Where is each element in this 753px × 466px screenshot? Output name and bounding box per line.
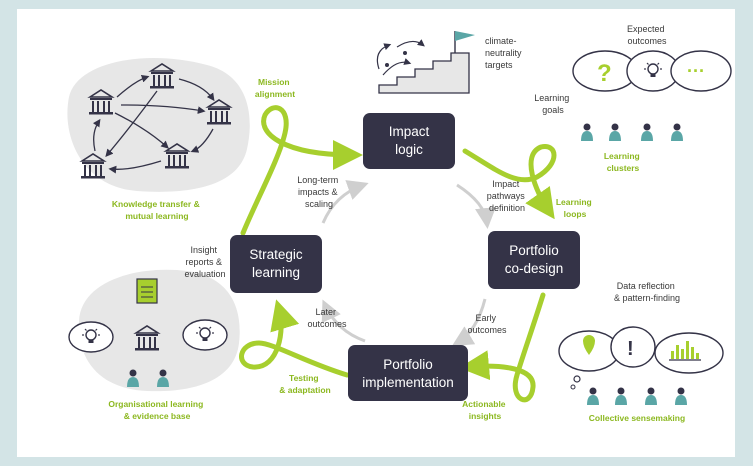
- learning-cycle-diagram: ? ··· !: [67, 24, 732, 423]
- person-icon: [581, 123, 593, 141]
- cycle-arrow-2: [451, 298, 487, 347]
- ellipsis-icon: ···: [687, 61, 705, 81]
- person-icon: [615, 387, 627, 405]
- box-impact-logic: Impact logic: [363, 113, 455, 169]
- staircase-icon: [376, 39, 470, 94]
- label-mission-alignment: Mission alignment: [255, 77, 295, 99]
- box-portfolio-codesign: Portfolio co-design: [488, 231, 580, 289]
- question-icon: ?: [597, 60, 612, 87]
- bar-chart-icon: [669, 341, 701, 361]
- exclamation-icon: !: [627, 338, 634, 360]
- person-icon: [609, 123, 621, 141]
- cycle-arrow-3: [321, 299, 366, 343]
- box-strategic-learning-line1: Strategic: [249, 247, 303, 262]
- person-icon: [671, 123, 683, 141]
- diagram-canvas: ? ··· !: [17, 9, 735, 457]
- box-impact-logic-line2: logic: [395, 142, 423, 157]
- label-knowledge-transfer: Knowledge transfer & mutual learning: [112, 199, 202, 221]
- learning-group: [581, 123, 683, 141]
- label-long-term: Long-term impacts & scaling: [297, 175, 341, 209]
- document-icon: [136, 278, 158, 304]
- label-actionable-insights: Actionable insights: [462, 399, 508, 421]
- person-icon: [645, 387, 657, 405]
- actionable-insights-loop: [459, 292, 546, 403]
- box-impact-logic-line1: Impact: [389, 124, 430, 139]
- box-strategic-learning: Strategic learning: [230, 235, 322, 293]
- organisational-blob: [78, 269, 240, 392]
- label-collective-sensemaking: Collective sensemaking: [589, 413, 685, 423]
- label-impact-pathways: Impact pathways definition: [487, 179, 528, 213]
- label-expected-outcomes: Expected outcomes: [627, 24, 667, 46]
- label-early-outcomes: Early outcomes: [467, 313, 507, 335]
- mission-alignment-loop: [240, 105, 363, 236]
- sensemaking-group: !: [558, 326, 724, 405]
- label-later-outcomes: Later outcomes: [307, 307, 347, 329]
- person-icon: [641, 123, 653, 141]
- box-portfolio-codesign-line1: Portfolio: [509, 243, 559, 258]
- box-strategic-learning-line2: learning: [252, 265, 300, 280]
- person-icon: [587, 387, 599, 405]
- label-insight-reports: Insight reports & evaluation: [184, 245, 225, 279]
- cycle-arrow-4: [321, 180, 369, 224]
- label-climate-targets: climate- neutrality targets: [485, 36, 524, 70]
- label-organisational-learning: Organisational learning & evidence base: [108, 399, 205, 421]
- label-testing-adaptation: Testing & adaptation: [279, 373, 330, 395]
- label-data-reflection: Data reflection & pattern-finding: [614, 281, 680, 303]
- box-portfolio-codesign-line2: co-design: [505, 261, 564, 276]
- box-portfolio-implementation: Portfolio implementation: [348, 345, 468, 401]
- testing-adaptation-loop: [239, 299, 350, 378]
- knowledge-blob: [67, 58, 250, 192]
- learning-loop-top-right: [462, 144, 557, 220]
- institution-network: [80, 63, 232, 180]
- location-pin-icon: [583, 335, 595, 355]
- box-portfolio-implementation-line2: implementation: [362, 375, 454, 390]
- organisational-group: [68, 278, 228, 387]
- person-icon: [675, 387, 687, 405]
- flag-icon: [454, 31, 475, 53]
- label-learning-loops: Learning loops: [556, 197, 594, 219]
- cycle-arrow-1: [456, 183, 496, 229]
- box-portfolio-implementation-line1: Portfolio: [383, 357, 433, 372]
- label-learning-goals: Learning goals: [534, 93, 572, 115]
- expected-outcomes-bubbles: ? ···: [572, 50, 732, 92]
- label-learning-clusters: Learning clusters: [604, 151, 642, 173]
